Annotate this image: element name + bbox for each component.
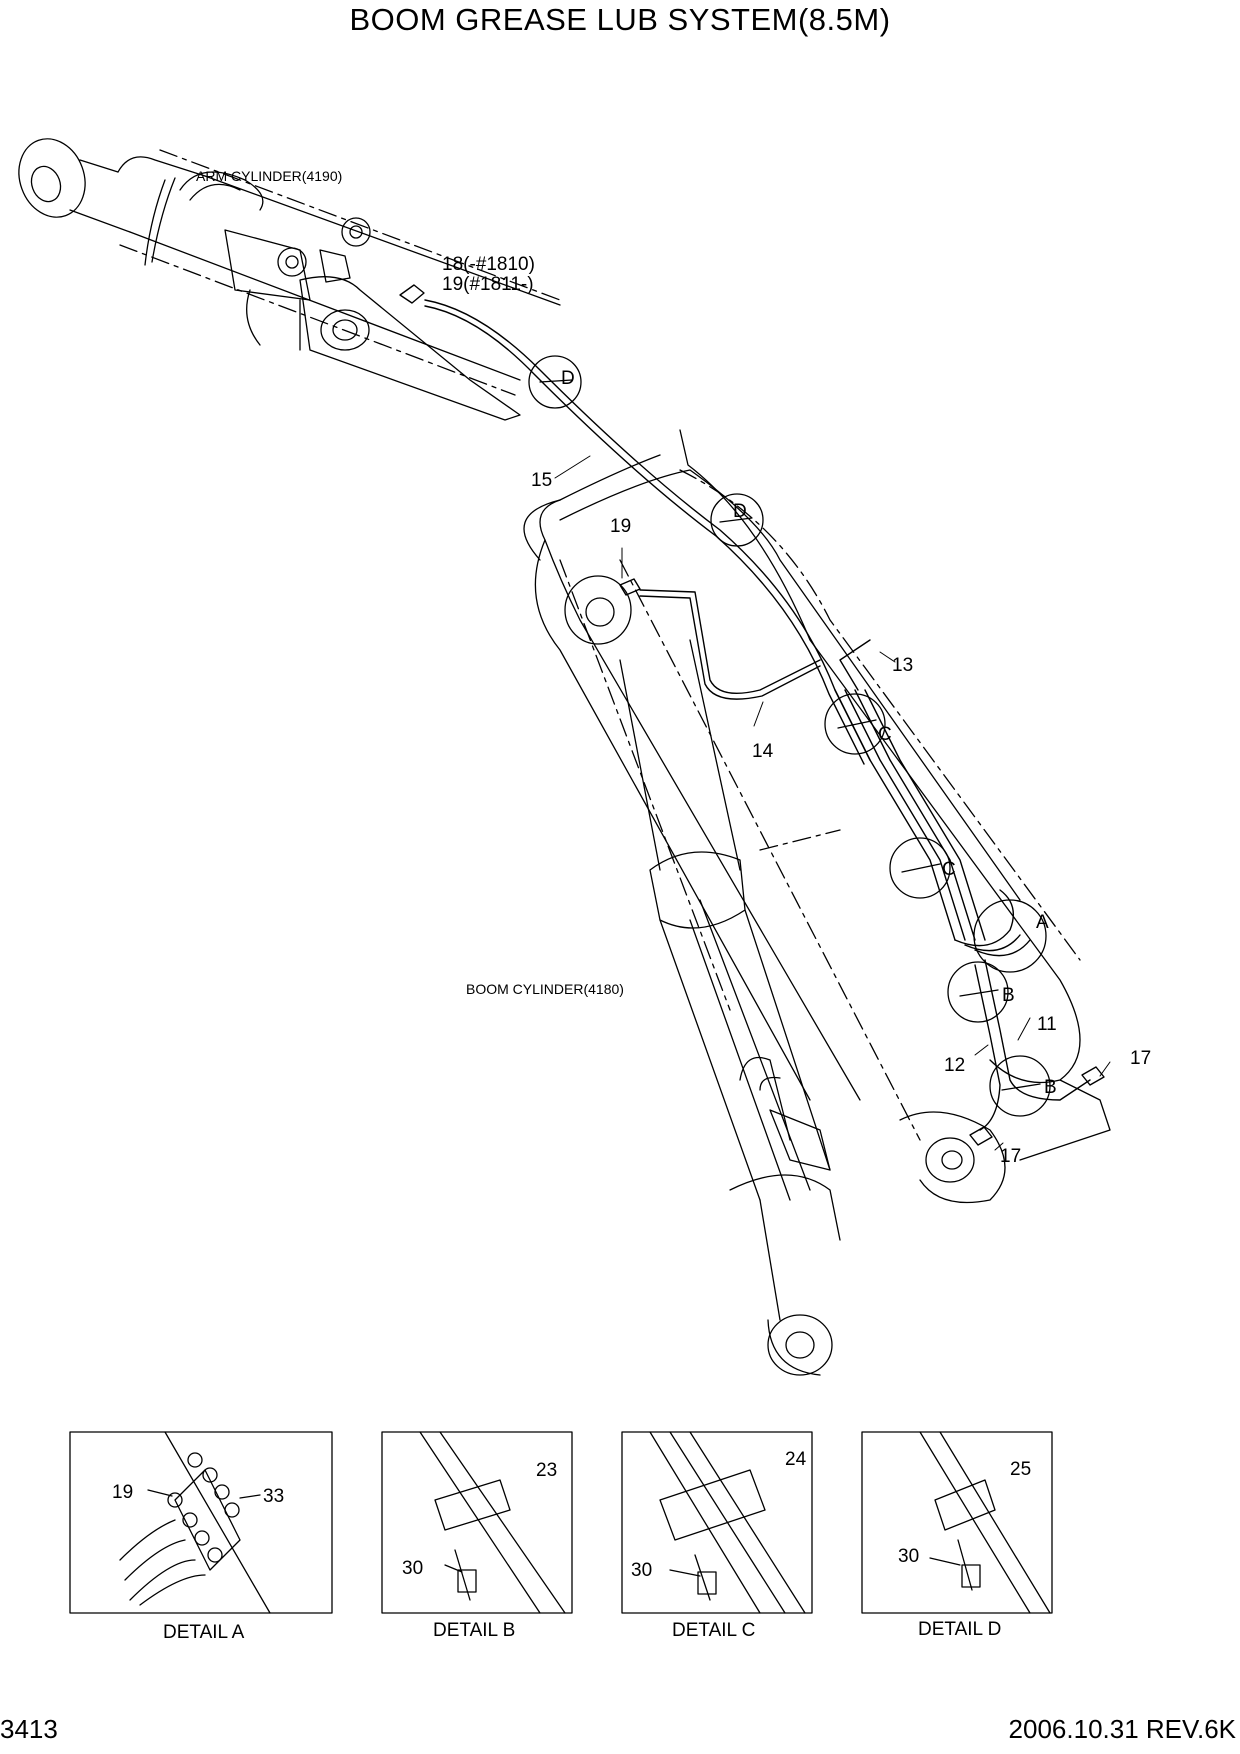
detail-b-callout-23: 23 [536,1460,557,1481]
detail-d-box [861,1431,1053,1614]
callout-15: 15 [531,470,552,491]
revision-stamp: 2006.10.31 REV.6K [1008,1714,1236,1744]
detail-b-marker-bottom: B [1044,1077,1057,1098]
detail-a-callout-19: 19 [112,1482,133,1503]
callout-17-bottom: 17 [1000,1146,1021,1167]
callout-11: 11 [1037,1014,1057,1035]
callout-19: 19 [610,516,631,537]
detail-c-box [621,1431,813,1614]
detail-b-marker-top: B [1002,985,1015,1006]
detail-a-marker: A [1036,912,1049,933]
detail-markers [528,355,1051,1117]
detail-a-box [69,1431,333,1614]
callout-19-serial: 19(#1811-) [442,274,534,295]
arm-cylinder-label: ARM CYLINDER(4190) [196,168,342,184]
detail-b-caption: DETAIL B [433,1620,515,1641]
detail-c-marker-bottom: C [942,859,956,880]
callout-13: 13 [892,655,913,676]
detail-d-caption: DETAIL D [918,1619,1001,1640]
detail-b-box [381,1431,573,1614]
arm-cylinder-drawing [18,138,561,421]
detail-d-callout-25: 25 [1010,1459,1031,1480]
detail-a-caption: DETAIL A [163,1622,245,1643]
detail-d-marker-mid: D [733,501,747,522]
detail-b-callout-30: 30 [402,1558,423,1579]
callout-14: 14 [752,741,774,762]
detail-a-callout-33: 33 [263,1486,284,1507]
detail-d-marker-top: D [561,368,575,389]
page-number: 3413 [0,1714,58,1744]
grease-lines [399,284,1105,1146]
detail-c-marker-top: C [878,724,892,745]
page-title: BOOM GREASE LUB SYSTEM(8.5M) [349,2,891,37]
detail-c-callout-24: 24 [785,1449,807,1470]
leader-lines [554,455,1111,1151]
detail-d-callout-30: 30 [898,1546,919,1567]
detail-c-callout-30: 30 [631,1560,652,1581]
detail-c-caption: DETAIL C [672,1620,755,1641]
callout-18: 18(-#1810) [442,254,535,275]
boom-cylinder-label: BOOM CYLINDER(4180) [466,981,624,997]
boom-cylinder-drawing [619,639,841,1376]
boom-drawing [523,429,1111,1204]
callout-12: 12 [944,1055,965,1076]
callout-17-top: 17 [1130,1048,1151,1069]
